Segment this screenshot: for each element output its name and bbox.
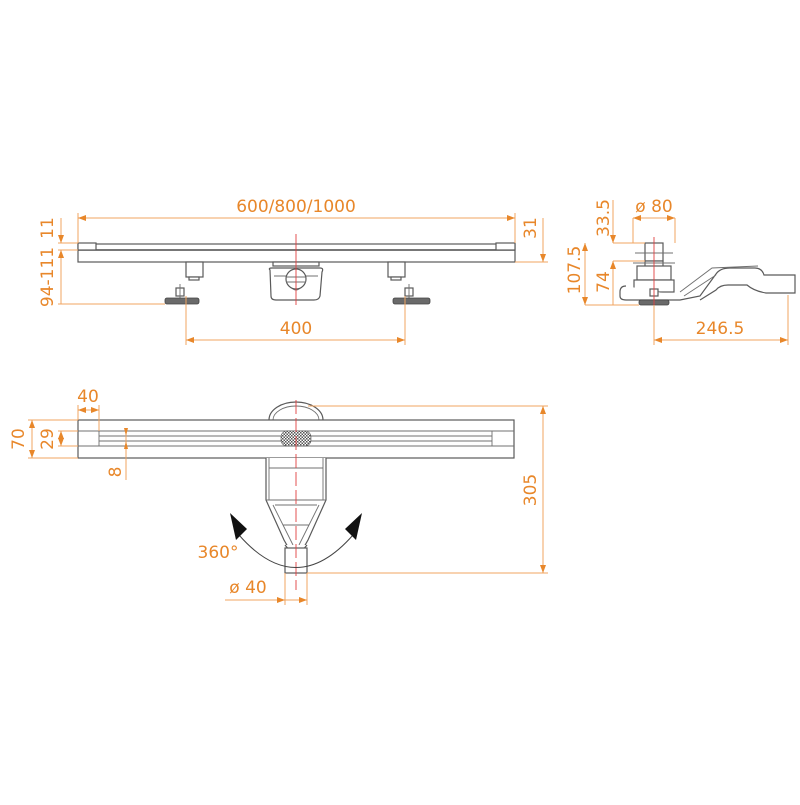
end-cap-left xyxy=(77,242,97,251)
front-view: 600/800/1000 11 94-111 31 400 xyxy=(38,197,548,345)
dim-flange-height: 31 xyxy=(521,217,541,239)
dim-slot-width: 8 xyxy=(106,467,126,478)
rotation-label: 360° xyxy=(198,543,239,563)
rotation-arrow-right-icon xyxy=(345,513,362,540)
drain-channel xyxy=(77,243,516,263)
dim-total-height: 94-111 xyxy=(38,247,58,307)
rotation-indicator: 360° xyxy=(198,513,362,568)
dim-depth: 305 xyxy=(521,474,541,506)
rotation-arrow-left-icon xyxy=(230,513,247,540)
dim-side-length: 246.5 xyxy=(696,319,745,339)
end-cap-right xyxy=(495,242,516,251)
dim-grate-height: 11 xyxy=(38,217,58,239)
dim-outlet-diameter: ø 80 xyxy=(635,197,672,217)
dim-length: 600/800/1000 xyxy=(236,197,356,217)
adjustable-foot-left xyxy=(164,261,204,305)
dim-outlet-diameter-top: ø 40 xyxy=(229,578,266,598)
adjustable-foot-right xyxy=(387,261,431,305)
dim-feet-spacing: 400 xyxy=(280,319,312,339)
dim-body-height: 74 xyxy=(594,271,614,293)
dim-top: 33.5 xyxy=(594,199,614,237)
dim-channel-width: 29 xyxy=(38,428,58,450)
dim-side-total-height: 107.5 xyxy=(565,246,585,295)
side-view: ø 80 33.5 107.5 74 246.5 xyxy=(565,197,796,345)
siphon-side xyxy=(619,242,796,306)
top-view: 360° 40 70 29 8 305 ø 40 xyxy=(9,387,548,605)
dim-end-offset: 40 xyxy=(77,387,99,407)
dim-width: 70 xyxy=(9,428,29,450)
